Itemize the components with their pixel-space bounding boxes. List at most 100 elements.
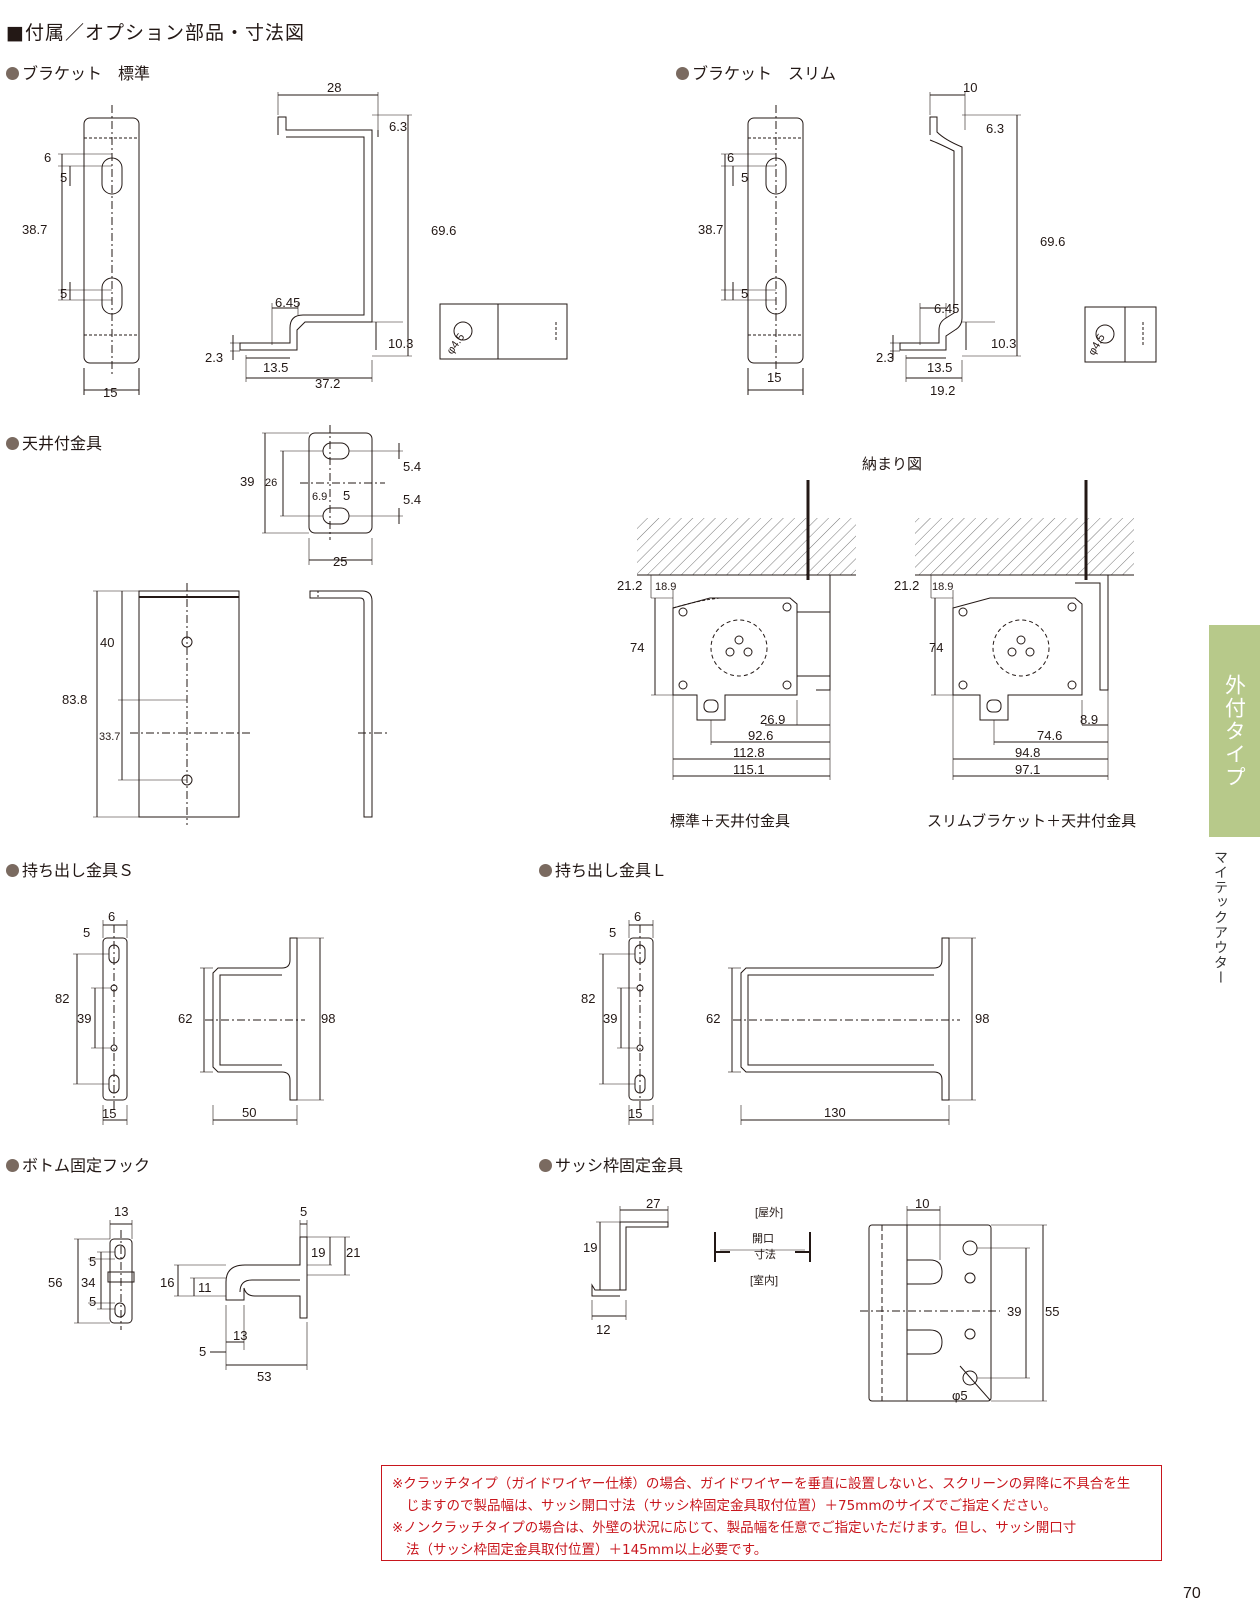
- dim-label: 74: [929, 640, 943, 655]
- bullet-icon: [6, 864, 19, 877]
- dim-label: 6: [44, 150, 51, 165]
- sash-inside-label: [室内]: [750, 1273, 778, 1287]
- dim-label: 27: [646, 1196, 660, 1211]
- section-label: 持ち出し金具Ｌ: [555, 861, 668, 880]
- section-label: ブラケット スリム: [692, 64, 837, 83]
- dim-label: 92.6: [748, 728, 773, 743]
- notes-box: ※クラッチタイプ（ガイドワイヤー仕様）の場合、ガイドワイヤーを垂直に設置しないと…: [381, 1465, 1162, 1561]
- dim-label: 13.5: [927, 360, 952, 375]
- dim-label: 2.3: [876, 350, 894, 365]
- dim-label: 38.7: [698, 222, 723, 237]
- install-standard-drawing: [637, 480, 856, 780]
- side-subtitle: マイテックアウター: [1212, 850, 1228, 985]
- dim-label: 19.2: [930, 383, 955, 398]
- dim-label: 6.45: [934, 301, 959, 316]
- dim-label: 39: [1007, 1304, 1021, 1319]
- dim-label: 19: [583, 1240, 597, 1255]
- dim-label: 39: [603, 1011, 617, 1026]
- page-title: ■付属／オプション部品・寸法図: [6, 22, 305, 44]
- section-label: 持ち出し金具Ｓ: [22, 861, 135, 880]
- dim-label: 98: [975, 1011, 989, 1026]
- bracket-slim-drawing: [721, 92, 1157, 395]
- dim-label: 50: [242, 1105, 256, 1120]
- dim-label: 62: [706, 1011, 720, 1026]
- dim-label: 97.1: [1015, 762, 1040, 777]
- dim-label: 10: [915, 1196, 929, 1211]
- dim-label: 12: [596, 1322, 610, 1337]
- dim-label: 19: [311, 1245, 325, 1260]
- dim-label: 5: [60, 170, 67, 185]
- dim-label: 26.9: [760, 712, 785, 727]
- dim-label: 13: [114, 1204, 128, 1219]
- install-title: 納まり図: [862, 455, 922, 473]
- dim-label: 13: [233, 1328, 247, 1343]
- dim-label: 10: [963, 80, 977, 95]
- dim-label: 130: [824, 1105, 846, 1120]
- dim-label: 38.7: [22, 222, 47, 237]
- dim-label: 5: [60, 286, 67, 301]
- dim-label: 10.3: [991, 336, 1016, 351]
- section-extension-s: 持ち出し金具Ｓ: [6, 857, 134, 881]
- section-ceiling: 天井付金具: [6, 430, 102, 454]
- dim-label: 69.6: [1040, 234, 1065, 249]
- dim-label: 6: [727, 150, 734, 165]
- dim-label: 40: [100, 635, 114, 650]
- dim-label: 74: [630, 640, 644, 655]
- dim-label: 21: [346, 1245, 360, 1260]
- dim-label: 5: [609, 925, 616, 940]
- install-slim-drawing: [915, 480, 1134, 780]
- section-bracket-standard: ブラケット 標準: [6, 60, 150, 84]
- dim-label: 82: [581, 991, 595, 1006]
- dim-label: 115.1: [733, 762, 765, 777]
- dim-label: 94.8: [1015, 745, 1040, 760]
- bullet-icon: [6, 437, 19, 450]
- section-bottom-hook: ボトム固定フック: [6, 1152, 150, 1176]
- install-caption-standard: 標準＋天井付金具: [670, 812, 790, 830]
- dim-label: 5: [83, 925, 90, 940]
- dim-label: 26: [265, 477, 277, 489]
- bullet-icon: [6, 1159, 19, 1172]
- dim-label: 83.8: [62, 692, 87, 707]
- section-label: サッシ枠固定金具: [555, 1156, 684, 1175]
- dim-label: 39: [77, 1011, 91, 1026]
- dim-label: 5: [741, 170, 748, 185]
- dim-label: 28: [327, 80, 341, 95]
- dim-label: 10.3: [388, 336, 413, 351]
- dim-label: 11: [198, 1280, 212, 1295]
- dim-label: 8.9: [1080, 712, 1098, 727]
- sash-opening-label: 開口: [752, 1232, 774, 1245]
- dim-label: 5: [300, 1204, 307, 1219]
- dim-label: 6.45: [275, 295, 300, 310]
- dim-label: 6.9: [312, 491, 327, 503]
- dim-label: 5: [89, 1294, 96, 1309]
- dim-label: 82: [55, 991, 69, 1006]
- section-sash: サッシ枠固定金具: [539, 1152, 683, 1176]
- bottom-hook-drawing: [74, 1220, 350, 1370]
- dim-label: 6: [634, 909, 641, 924]
- dim-label: 25: [333, 554, 347, 569]
- dim-label: 74.6: [1037, 728, 1062, 743]
- dim-label: 21.2: [894, 578, 919, 593]
- section-extension-l: 持ち出し金具Ｌ: [539, 857, 667, 881]
- page-number: 70: [1183, 1585, 1201, 1602]
- note-line: じますので製品幅は、サッシ開口寸法（サッシ枠固定金具取付位置）＋75mmのサイズ…: [406, 1498, 1057, 1514]
- dim-label: 6: [108, 909, 115, 924]
- note-line: ※ノンクラッチタイプの場合は、外壁の状況に応じて、製品幅を任意でご指定いただけま…: [392, 1520, 1077, 1536]
- dim-label: 62: [178, 1011, 192, 1026]
- extension-l-drawing: [599, 920, 976, 1125]
- dim-label: 5: [343, 488, 350, 503]
- install-caption-slim: スリムブラケット＋天井付金具: [927, 812, 1136, 830]
- dim-label: 15: [103, 385, 117, 400]
- section-label: ブラケット 標準: [22, 64, 151, 83]
- dim-label: 18.9: [655, 581, 676, 593]
- section-bracket-slim: ブラケット スリム: [676, 60, 836, 84]
- dim-label: 34: [81, 1275, 95, 1290]
- dim-label: φ5: [952, 1388, 968, 1403]
- bullet-icon: [6, 67, 19, 80]
- dim-label: 69.6: [431, 223, 456, 238]
- extension-s-drawing: [73, 920, 324, 1125]
- dim-label: 37.2: [315, 376, 340, 391]
- ceiling-bracket-drawing: [93, 425, 403, 825]
- bullet-icon: [539, 1159, 552, 1172]
